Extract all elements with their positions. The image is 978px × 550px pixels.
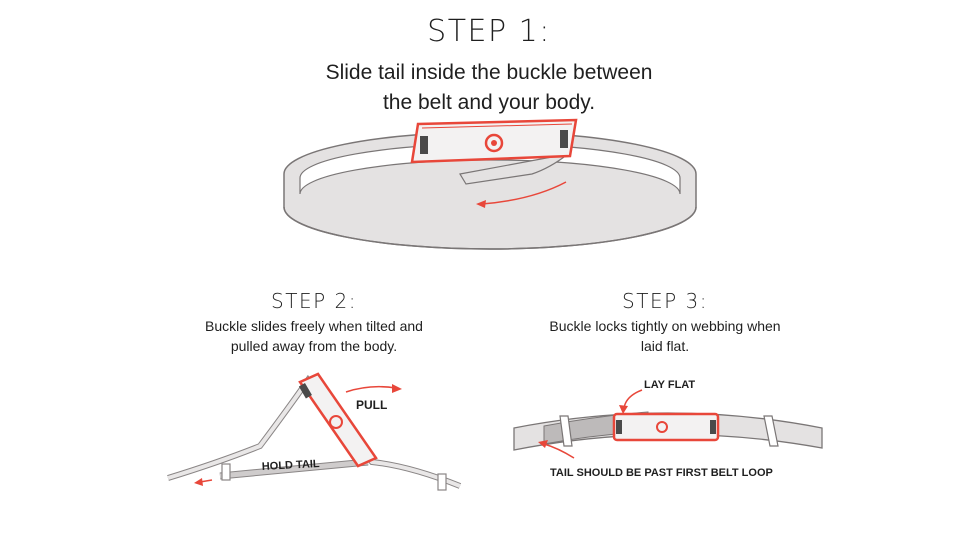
step3-buckle: [612, 412, 720, 442]
step1-title: STEP 1:: [427, 14, 551, 49]
pull-label: PULL: [356, 398, 387, 412]
step3-belt-loop-left: [559, 415, 573, 447]
tail-note-label: TAIL SHOULD BE PAST FIRST BELT LOOP: [550, 467, 773, 479]
step2-belt-loop-left: [221, 463, 231, 481]
step2-description: Buckle slides freely when tilted and pul…: [168, 316, 460, 356]
step3-buckle-logo-icon: [656, 421, 668, 433]
step3-title: STEP 3:: [622, 289, 708, 313]
step1-belt-illustration: [283, 118, 697, 250]
buckle-logo-icon: [484, 133, 504, 153]
step3-description: Buckle locks tightly on webbing when lai…: [505, 316, 825, 356]
step3-description-line2: laid flat.: [640, 338, 690, 354]
step1-description-line1: Slide tail inside the buckle between: [325, 61, 653, 84]
step1-description: Slide tail inside the buckle between the…: [264, 58, 714, 118]
pull-arrow: [345, 384, 402, 393]
step2-description-line2: pulled away from the body.: [230, 338, 398, 354]
step3-flat-buckle-illustration: LAY FLAT TAIL SHOULD BE PAST FIRST BELT …: [513, 379, 823, 479]
step1-direction-arrow: [476, 181, 567, 208]
step2-title: STEP 2:: [271, 289, 357, 313]
step1-description-line2: the belt and your body.: [382, 91, 596, 114]
lay-flat-arrow: [619, 389, 643, 414]
buckle-left-tab: [420, 136, 428, 154]
step2-buckle: [298, 372, 378, 468]
buckle-right-tab: [560, 130, 568, 148]
step2-tilted-buckle-illustration: PULL HOLD TAIL: [167, 372, 462, 491]
buckle: [410, 118, 578, 164]
step3-belt-loop-right: [763, 415, 779, 447]
step3-description-line1: Buckle locks tightly on webbing when: [549, 318, 781, 334]
step2-belt-loop-right: [437, 473, 447, 491]
step2-buckle-logo-icon: [329, 415, 343, 429]
lay-flat-label: LAY FLAT: [644, 379, 695, 391]
hold-tail-arrow: [194, 478, 213, 486]
hold-tail-label: HOLD TAIL: [262, 458, 321, 473]
step2-description-line1: Buckle slides freely when tilted and: [205, 318, 423, 334]
tail-note-arrow: [538, 440, 575, 459]
belt-loop: [283, 131, 697, 250]
